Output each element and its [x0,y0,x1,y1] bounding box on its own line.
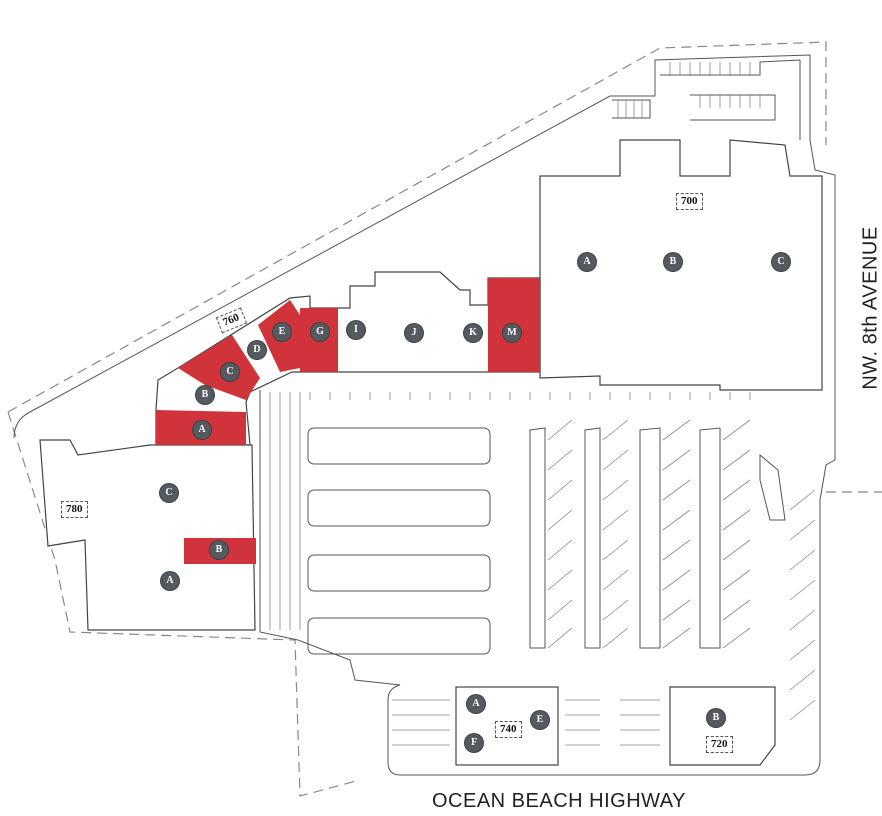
parking-rows [307,427,786,655]
unit-740-A[interactable]: A [467,695,485,713]
unit-780-A[interactable]: A [161,572,179,590]
building-780[interactable] [39,439,256,631]
unit-760-A[interactable]: A [193,421,211,439]
unit-760-J[interactable]: J [405,324,423,342]
building-number-720: 720 [706,736,733,753]
building-number-740: 740 [495,721,522,738]
unit-760-K[interactable]: K [464,324,482,342]
unit-740-E[interactable]: E [531,711,549,729]
unit-780-C[interactable]: C [160,484,178,502]
unit-720-B[interactable]: B [707,709,725,727]
unit-760-E[interactable]: E [273,323,291,341]
unit-700-A[interactable]: A [578,253,596,271]
available-760-C[interactable] [178,335,260,400]
unit-760-M[interactable]: M [503,324,521,342]
north-parking [612,59,801,140]
road-label-ocean-beach-highway: OCEAN BEACH HIGHWAY [432,790,686,812]
unit-760-I[interactable]: I [347,321,365,339]
road-label-nw-8th-avenue: NW. 8th AVENUE [856,200,882,415]
unit-700-B[interactable]: B [664,253,682,271]
unit-760-B[interactable]: B [196,386,214,404]
building-number-780: 780 [61,501,88,518]
parking-stripes [269,392,816,746]
unit-760-G[interactable]: G [311,323,329,341]
building-720[interactable] [669,686,776,766]
unit-760-C[interactable]: C [221,363,239,381]
unit-740-F[interactable]: F [465,734,483,752]
unit-700-C[interactable]: C [772,253,790,271]
curb-outline [13,54,836,776]
unit-780-B[interactable]: B [210,541,228,559]
road-label-nw-8th-avenue-text: NW. 8th AVENUE [859,225,882,390]
north-stripes [617,62,761,118]
unit-760-D[interactable]: D [248,341,266,359]
building-number-700: 700 [676,193,703,210]
